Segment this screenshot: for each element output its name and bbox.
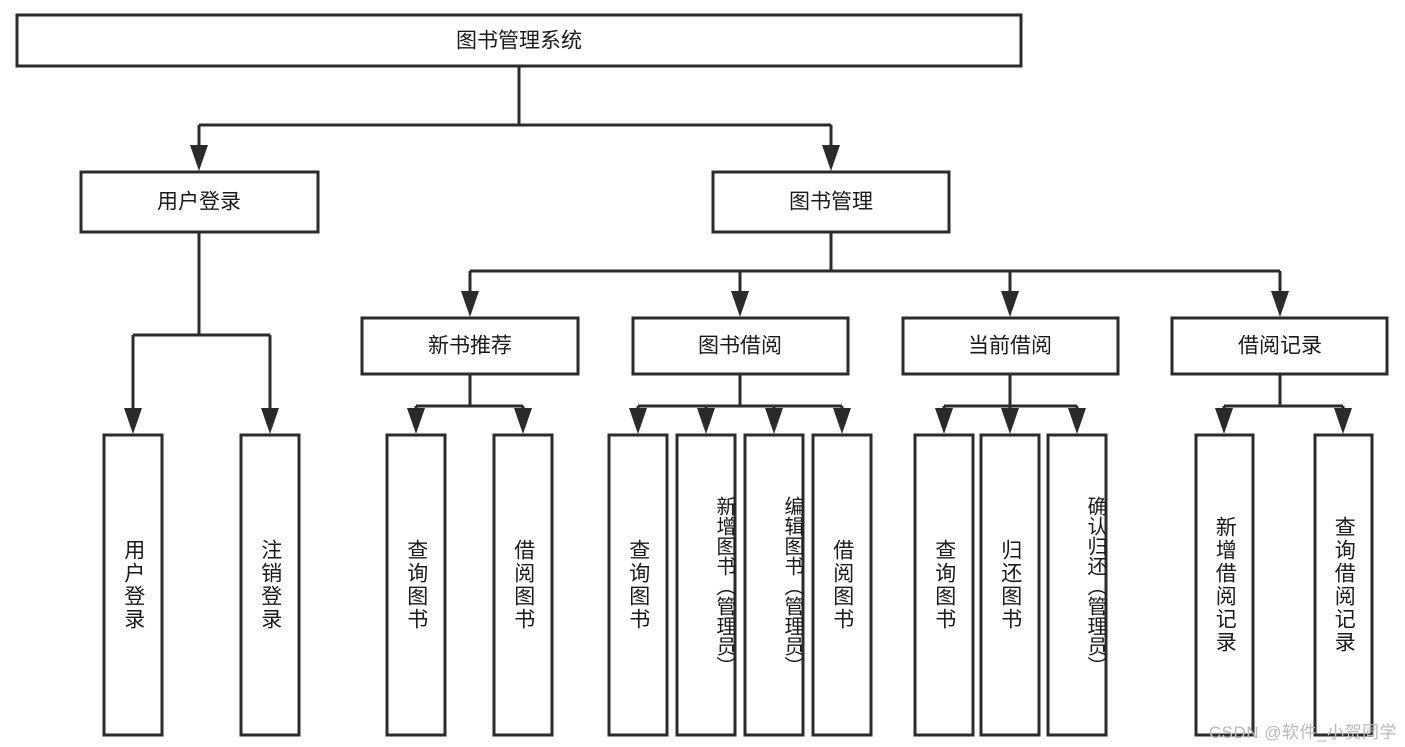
leaf-box-borrow-book[interactable] bbox=[811, 433, 873, 737]
leaf-box-user-login[interactable] bbox=[102, 433, 164, 737]
arrow-head-leaf-edit-book bbox=[765, 408, 783, 434]
node-user-login-label: 用户登录 bbox=[157, 191, 241, 214]
arrow-head-book-mgmt bbox=[822, 145, 840, 171]
leaf-box-borrow-book-recommend[interactable] bbox=[492, 433, 554, 737]
node-book-borrow[interactable]: 图书借阅 bbox=[631, 316, 850, 376]
arrow-head-leaf-query-book-2 bbox=[629, 408, 647, 434]
leaf-box-add-borrow-record[interactable] bbox=[1194, 433, 1255, 737]
arrow-head-leaf-add-book bbox=[697, 408, 715, 434]
arrow-head-leaf-add-record bbox=[1215, 408, 1233, 434]
node-new-book-recommend-label: 新书推荐 bbox=[428, 335, 512, 358]
node-book-management[interactable]: 图书管理 bbox=[711, 170, 951, 234]
arrow-head-leaf-logout bbox=[261, 408, 279, 434]
arrow-head-leaf-return-book bbox=[1001, 408, 1019, 434]
node-new-book-recommend[interactable]: 新书推荐 bbox=[360, 316, 580, 376]
leaf-box-edit-book[interactable] bbox=[743, 433, 805, 737]
node-current-borrow-label: 当前借阅 bbox=[968, 335, 1052, 358]
arrow-head-leaf-query-book-3 bbox=[935, 408, 953, 434]
leaf-box-query-book-borrow[interactable] bbox=[607, 433, 669, 737]
leaf-box-confirm-return[interactable] bbox=[1046, 433, 1108, 737]
arrow-head-current-borrow bbox=[1001, 291, 1019, 317]
node-borrow-record[interactable]: 借阅记录 bbox=[1170, 316, 1389, 376]
arrow-head-leaf-user-login bbox=[124, 408, 142, 434]
node-book-borrow-box[interactable] bbox=[631, 316, 850, 376]
leaf-box-query-book-recommend[interactable] bbox=[385, 433, 447, 737]
leaf-box-return-book[interactable] bbox=[979, 433, 1041, 737]
node-new-book-recommend-box[interactable] bbox=[360, 316, 580, 376]
arrow-head-leaf-confirm-return bbox=[1068, 408, 1086, 434]
arrow-head-book-borrow bbox=[731, 291, 749, 317]
node-user-login-box[interactable] bbox=[79, 170, 320, 234]
node-current-borrow-box[interactable] bbox=[901, 316, 1120, 376]
watermark-text: CSDN @软件_小贺同学 bbox=[1208, 723, 1397, 742]
arrow-head-leaf-query-record bbox=[1334, 408, 1352, 434]
node-borrow-record-label: 借阅记录 bbox=[1238, 335, 1322, 358]
node-root-label: 图书管理系统 bbox=[456, 30, 582, 53]
arrow-head-borrow-record bbox=[1271, 291, 1289, 317]
leaf-box-add-book[interactable] bbox=[675, 433, 737, 737]
leaf-box-logout[interactable] bbox=[239, 433, 301, 737]
arrow-head-user-login bbox=[190, 145, 208, 171]
node-book-management-box[interactable] bbox=[711, 170, 951, 234]
arrow-head-new-book bbox=[461, 291, 479, 317]
leaf-box-query-book-current[interactable] bbox=[913, 433, 975, 737]
node-current-borrow[interactable]: 当前借阅 bbox=[901, 316, 1120, 376]
arrow-head-leaf-borrow-book-2 bbox=[833, 408, 851, 434]
leaf-box-query-borrow-record[interactable] bbox=[1313, 433, 1374, 737]
arrow-head-leaf-query-book-1 bbox=[407, 408, 425, 434]
node-root[interactable]: 图书管理系统 bbox=[15, 13, 1023, 68]
node-book-management-label: 图书管理 bbox=[789, 191, 873, 214]
node-user-login[interactable]: 用户登录 bbox=[79, 170, 320, 234]
connector-group bbox=[124, 66, 1352, 434]
node-borrow-record-box[interactable] bbox=[1170, 316, 1389, 376]
node-root-box[interactable] bbox=[15, 13, 1023, 68]
arrow-head-leaf-borrow-book-1 bbox=[514, 408, 532, 434]
node-book-borrow-label: 图书借阅 bbox=[698, 335, 782, 358]
